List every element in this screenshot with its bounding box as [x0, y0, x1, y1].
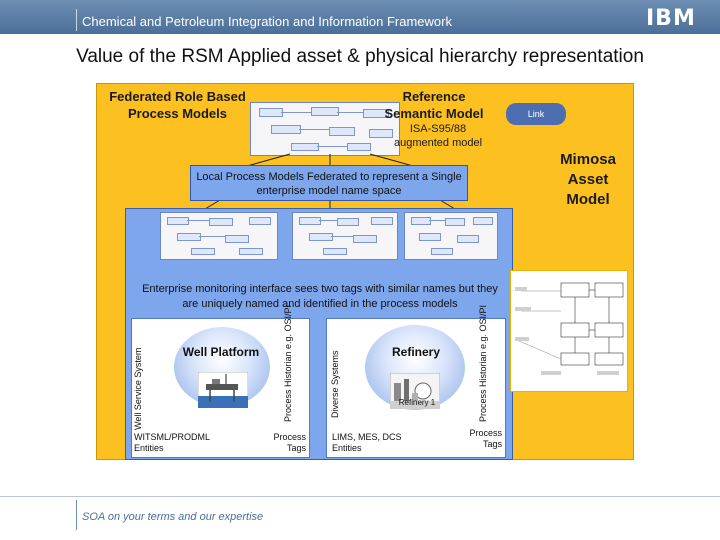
- left-historian-label: Process Historian e.g. OSI/PI: [283, 304, 293, 422]
- right-process-tags-label: Process Tags: [469, 428, 502, 449]
- process-model-diagram-right: [404, 212, 498, 260]
- link-button[interactable]: Link: [506, 103, 566, 125]
- isa-model-text: ISA-S95/88 augmented model: [393, 123, 483, 149]
- well-platform-label: Well Platform: [182, 345, 260, 359]
- right-historian-label: Process Historian e.g. OSI/PI: [478, 304, 488, 422]
- reference-model-diagram: [250, 102, 400, 156]
- witsml-entities-label: WITSML/PRODML Entities: [134, 432, 210, 453]
- framework-title: Chemical and Petroleum Integration and I…: [82, 14, 452, 29]
- reference-model-title: Reference Semantic Model: [384, 89, 484, 121]
- diverse-systems-label: Diverse Systems: [330, 350, 340, 418]
- refinery-label: Refinery: [391, 345, 441, 359]
- well-service-label: Well Service System: [133, 347, 143, 430]
- lims-entities-label: LIMS, MES, DCS Entities: [332, 432, 402, 453]
- enterprise-monitoring-text: Enterprise monitoring interface sees two…: [142, 283, 498, 310]
- refinery-icon: [390, 373, 440, 409]
- process-model-diagram-middle: [292, 212, 398, 260]
- header-divider: [76, 9, 77, 31]
- mimosa-title: Mimosa Asset Model: [560, 151, 616, 208]
- refinery-1-label: Refinery 1: [398, 398, 436, 407]
- mimosa-model-diagram: [510, 270, 628, 392]
- footer-tagline: SOA on your terms and our expertise: [82, 511, 264, 523]
- left-process-tags-label: Process Tags: [273, 432, 306, 453]
- process-model-diagram-left: [160, 212, 278, 260]
- mimosa-diagram-drawing: [515, 282, 624, 375]
- oil-platform-icon: [198, 372, 248, 408]
- footer-bar: [76, 500, 77, 530]
- page-title: Value of the RSM Applied asset & physica…: [76, 46, 644, 67]
- header-bar: [0, 0, 720, 34]
- ibm-logo: IBM: [646, 6, 696, 31]
- footer-divider: [0, 496, 720, 497]
- federated-models-title: Federated Role Based Process Models: [109, 89, 246, 121]
- local-process-models-banner: Local Process Models Federated to repres…: [190, 165, 468, 201]
